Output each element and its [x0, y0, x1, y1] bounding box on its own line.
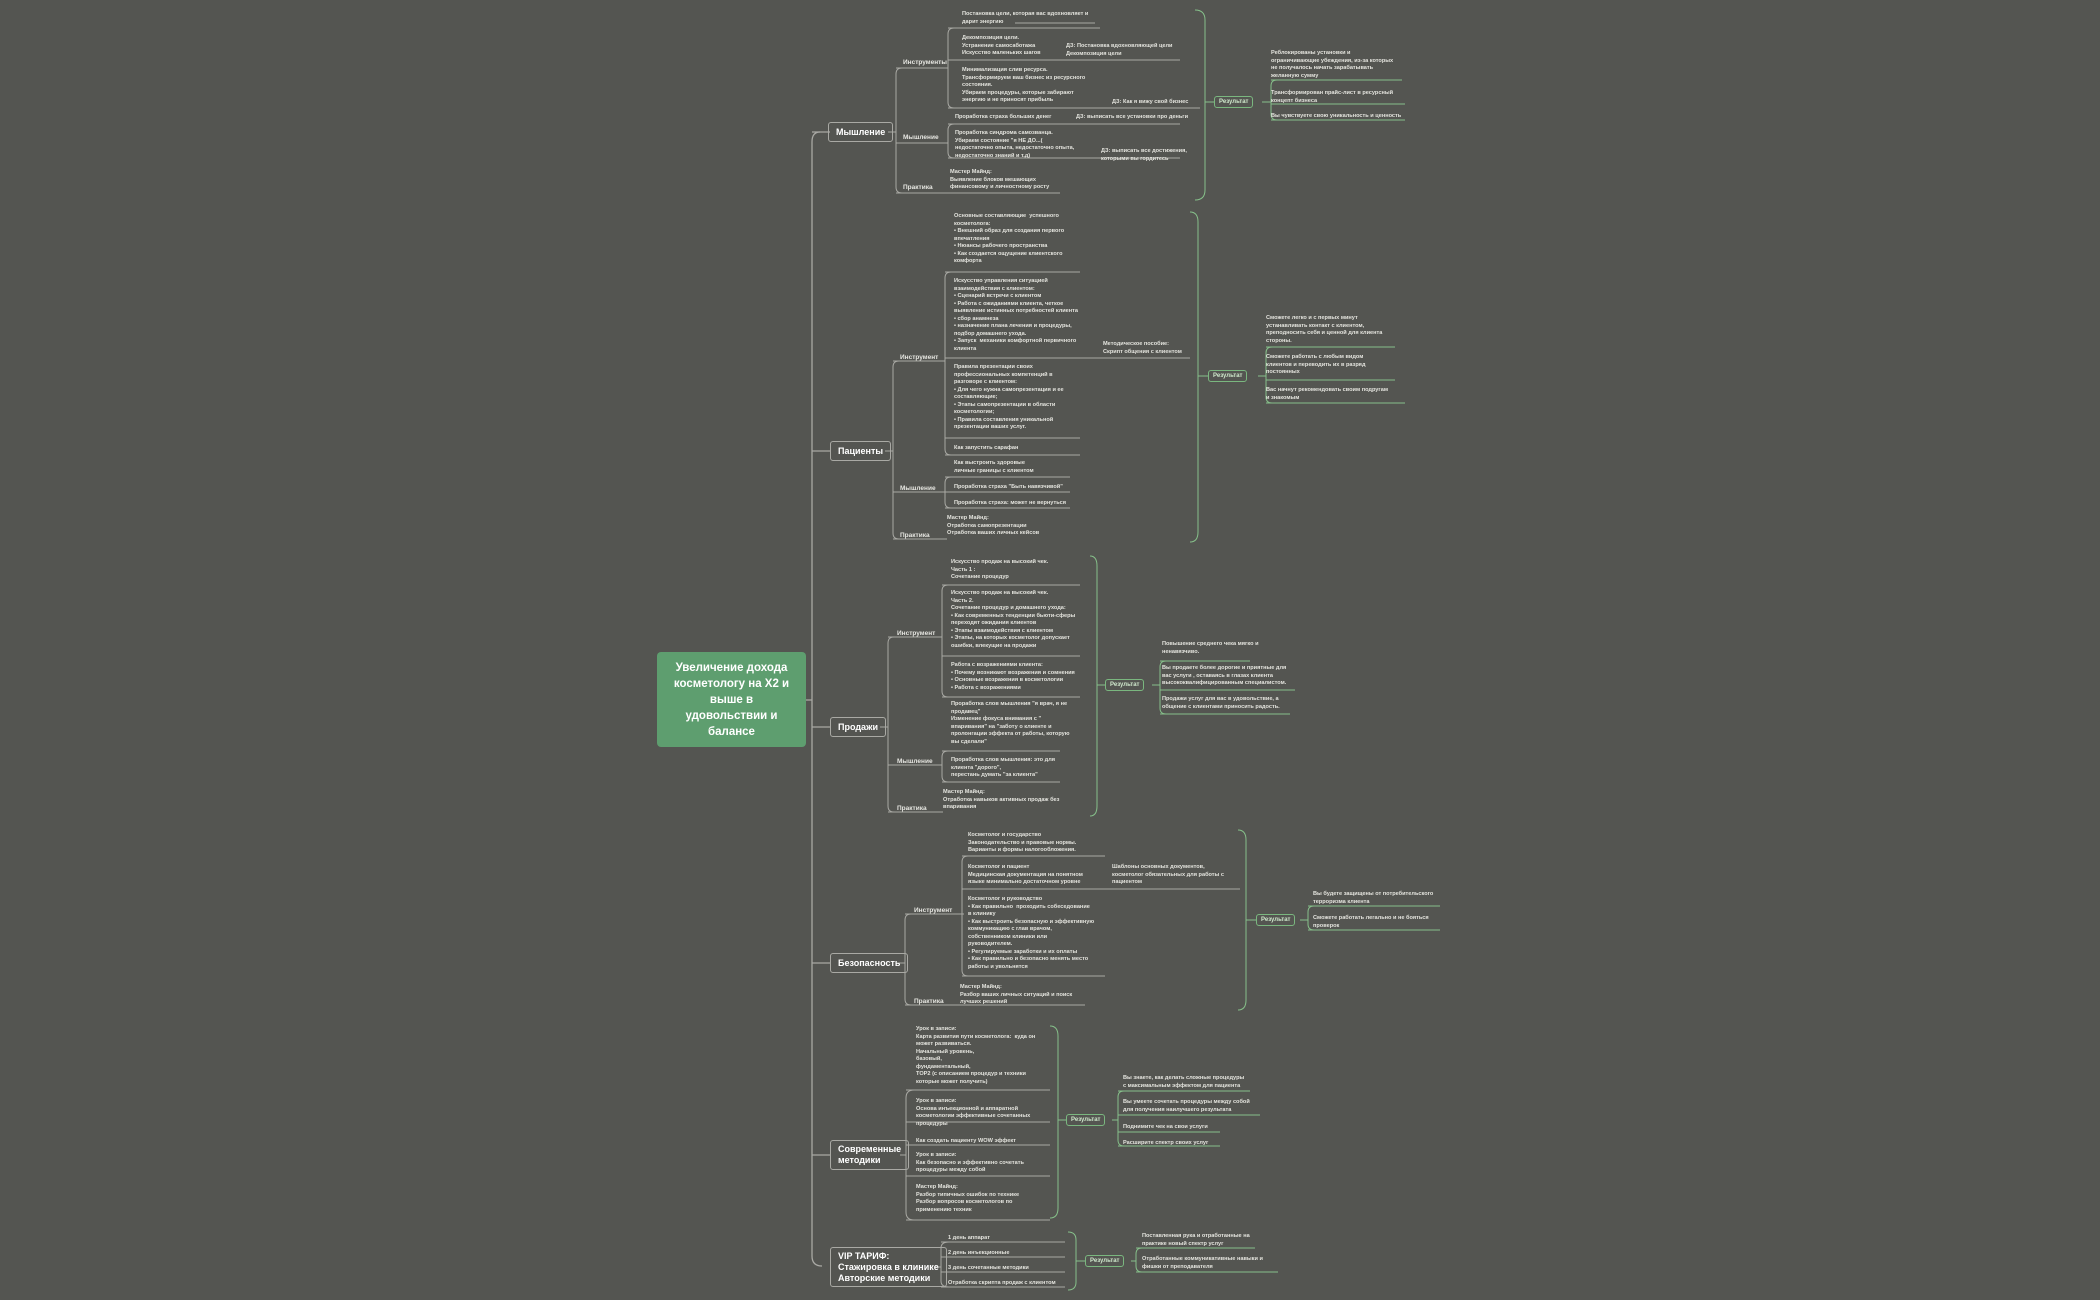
vip-result-2[interactable]: Отработанные коммуникативные навыки и фи… — [1142, 1256, 1263, 1270]
pac-result[interactable]: Результат — [1208, 370, 1248, 382]
branch-sov[interactable]: Современные методики — [830, 1140, 910, 1170]
mysh-sub-instruments[interactable]: Инструменты — [903, 59, 947, 66]
vip-result-1[interactable]: Поставленная рука и отработанные на прак… — [1142, 1233, 1250, 1247]
sov-leaf-mastermind[interactable]: Мастер Майнд: Разбор типичных ошибок по … — [916, 1184, 1020, 1213]
pac-leaf-mastermind[interactable]: Мастер Майнд: Отработка самопрезентации … — [947, 515, 1040, 536]
mysh-result-3[interactable]: Вы чувствуете свою уникальность и ценнос… — [1271, 113, 1402, 119]
sov-leaf-wow[interactable]: Как создать пациенту WOW эффект — [916, 1138, 1016, 1144]
prod-leaf-expensive[interactable]: Проработка слов мышления: это для клиент… — [951, 757, 1056, 778]
prod-leaf-mastermind[interactable]: Мастер Майнд: Отработка навыков активных… — [943, 789, 1060, 810]
prod-leaf-sales-2[interactable]: Искусство продаж на высокий чек. Часть 2… — [951, 590, 1076, 649]
prod-result-1[interactable]: Повышение среднего чека мягко и ненавязч… — [1162, 641, 1259, 655]
mysh-leaf-impostor[interactable]: Проработка синдрома самозванца. Убираем … — [955, 130, 1075, 159]
bez-leaf-management[interactable]: Косметолог и руководство • Как правильно… — [968, 896, 1095, 970]
sov-leaf-career-map[interactable]: Урок в записи: Карта развития пути косме… — [916, 1026, 1036, 1085]
bez-sub-instrument[interactable]: Инструмент — [914, 907, 953, 914]
prod-result-3[interactable]: Продажи услуг для вас в удовольствие, а … — [1162, 696, 1280, 710]
vip-leaf-day2[interactable]: 2 день инъекционные — [948, 1250, 1010, 1256]
bez-result-1[interactable]: Вы будете защищены от потребительского т… — [1313, 891, 1434, 905]
pac-leaf-referrals[interactable]: Как запустить сарафан — [954, 445, 1019, 451]
bez-sub-practice[interactable]: Практика — [914, 998, 944, 1005]
mysh-result[interactable]: Результат — [1214, 96, 1254, 108]
sov-leaf-injection[interactable]: Урок в записи: Основа инъекционной и апп… — [916, 1098, 1031, 1127]
prod-leaf-doctor-mindset[interactable]: Проработка слов мышления "я врач, я не п… — [951, 701, 1070, 745]
prod-result-2[interactable]: Вы продаете более дорогие и приятные для… — [1162, 665, 1287, 686]
sov-result-3[interactable]: Поднимите чек на свои услуги — [1123, 1124, 1208, 1130]
pac-result-3[interactable]: Вас начнут рекомендовать своим подругам … — [1266, 387, 1388, 401]
pac-leaf-components[interactable]: Основные составляющие успешного косметол… — [954, 213, 1065, 264]
prod-leaf-sales-1[interactable]: Искусство продаж на высокий чек. Часть 1… — [951, 559, 1049, 580]
pac-leaf-presentation[interactable]: Правила презентации своих профессиональн… — [954, 364, 1064, 430]
sov-leaf-combine[interactable]: Урок в записи: Как безопасно и эффективн… — [916, 1152, 1024, 1173]
pac-sub-practice[interactable]: Практика — [900, 532, 930, 539]
bez-leaf-state[interactable]: Косметолог и государство Законодательств… — [968, 832, 1077, 853]
pac-result-1[interactable]: Сможете легко и с первых минут устанавли… — [1266, 315, 1383, 344]
mysh-leaf-mastermind[interactable]: Мастер Майнд: Выявление блоков мешающих … — [950, 169, 1050, 190]
pac-result-2[interactable]: Сможете работать с любым видом клиентов … — [1266, 354, 1366, 375]
mysh-leaf-money-fear[interactable]: Проработка страха больших денег — [955, 114, 1052, 120]
pac-leaf-boundaries[interactable]: Как выстроить здоровые личные границы с … — [954, 460, 1034, 474]
pac-sub-mindset[interactable]: Мышление — [900, 485, 936, 492]
mysh-note-hw2[interactable]: ДЗ: Как я вижу свой бизнес — [1112, 99, 1189, 105]
vip-leaf-day3[interactable]: 3 день сочетанные методики — [948, 1265, 1029, 1271]
bez-note-templates[interactable]: Шаблоны основных документов, косметолог … — [1112, 864, 1224, 885]
vip-result[interactable]: Результат — [1085, 1255, 1125, 1267]
pac-leaf-intrusive[interactable]: Проработка страха "Быть навязчивой" — [954, 484, 1063, 490]
sov-result-4[interactable]: Расширите спектр своих услуг — [1123, 1140, 1209, 1146]
bez-leaf-patient[interactable]: Косметолог и пациент Медицинская докумен… — [968, 864, 1083, 885]
pac-leaf-management[interactable]: Искусство управления ситуацией взаимодей… — [954, 278, 1079, 352]
mysh-note-hw3[interactable]: ДЗ: выписать все установки про деньги — [1076, 114, 1189, 120]
mysh-sub-mindset[interactable]: Мышление — [903, 134, 939, 141]
prod-leaf-objections[interactable]: Работа с возражениями клиента: • Почему … — [951, 662, 1075, 691]
central-topic[interactable]: Увеличение дохода косметологу на X2 и вы… — [657, 652, 806, 747]
branch-bez[interactable]: Безопасность — [830, 953, 909, 973]
bez-result-2[interactable]: Сможете работать легально и не бояться п… — [1313, 915, 1429, 929]
sov-result-1[interactable]: Вы знаете, как делать сложные процедуры … — [1123, 1075, 1245, 1089]
pac-leaf-no-return[interactable]: Проработка страха: может не вернуться — [954, 500, 1067, 506]
sov-result[interactable]: Результат — [1066, 1114, 1106, 1126]
vip-leaf-day1[interactable]: 1 день аппарат — [948, 1235, 990, 1241]
bez-leaf-mastermind[interactable]: Мастер Майнд: Разбор ваших личных ситуац… — [960, 984, 1073, 1005]
branch-prod[interactable]: Продажи — [830, 717, 886, 737]
mysh-sub-practice[interactable]: Практика — [903, 184, 933, 191]
prod-sub-practice[interactable]: Практика — [897, 805, 927, 812]
mysh-result-2[interactable]: Трансформирован прайс-лист в ресурсный к… — [1271, 90, 1394, 104]
branch-mysh[interactable]: Мышление — [828, 122, 894, 142]
prod-sub-instrument[interactable]: Инструмент — [897, 630, 936, 637]
prod-sub-mindset[interactable]: Мышление — [897, 758, 933, 765]
prod-result[interactable]: Результат — [1105, 679, 1145, 691]
bez-result[interactable]: Результат — [1256, 914, 1296, 926]
branch-vip[interactable]: VIP ТАРИФ: Стажировка в клинике Авторски… — [830, 1247, 947, 1287]
mysh-leaf-resource[interactable]: Минимализация слив ресурса. Трансформиру… — [962, 67, 1086, 103]
pac-note-script[interactable]: Методическое пособие: Скрипт общения с к… — [1103, 341, 1182, 355]
mysh-note-hw1[interactable]: ДЗ: Постановка вдохновляющей цели Декомп… — [1066, 43, 1173, 57]
mysh-leaf-goal[interactable]: Постановка цели, которая вас вдохновляет… — [962, 11, 1089, 25]
mysh-leaf-decomposition[interactable]: Декомпозиция цели. Устранение самосабота… — [962, 35, 1041, 56]
mysh-result-1[interactable]: Реблокированы установки и ограничивающие… — [1271, 50, 1394, 79]
sov-result-2[interactable]: Вы умеете сочетать процедуры между собой… — [1123, 1099, 1250, 1113]
branch-pac[interactable]: Пациенты — [830, 441, 892, 461]
mysh-note-hw4[interactable]: ДЗ: выписать все достижения, которыми вы… — [1101, 148, 1187, 162]
vip-leaf-script[interactable]: Отработка скрипта продаж с клиентом — [948, 1280, 1056, 1286]
pac-sub-instrument[interactable]: Инструмент — [900, 354, 939, 361]
